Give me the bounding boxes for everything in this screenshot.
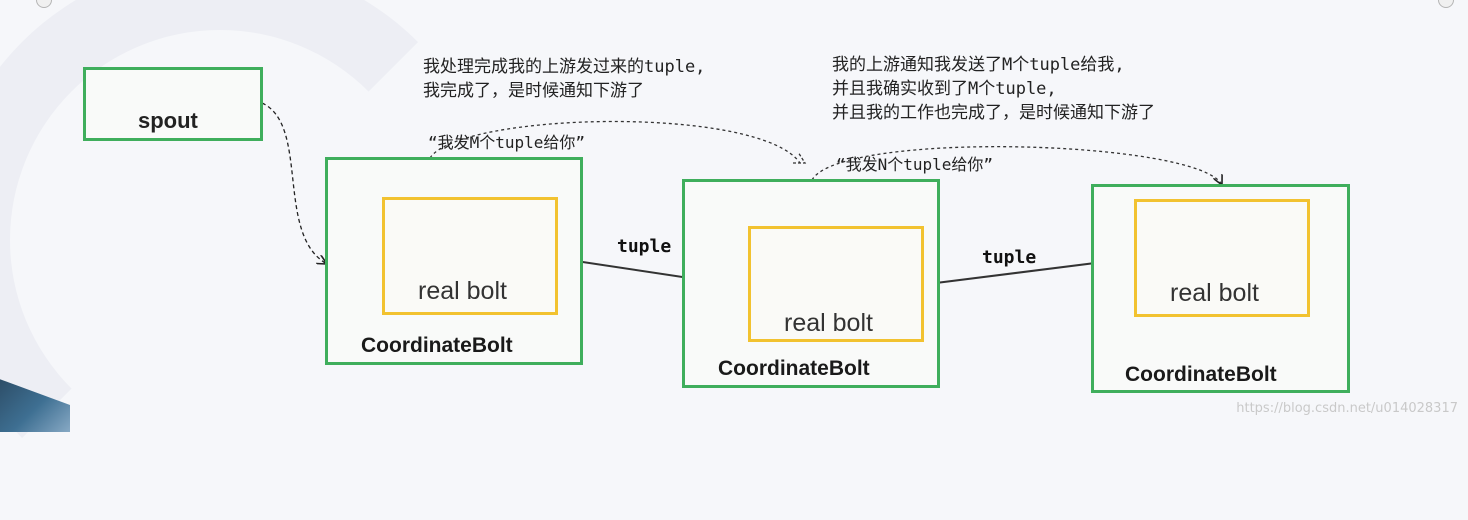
real-bolt-2: real bolt bbox=[748, 226, 924, 342]
tuple-label-2: tuple bbox=[982, 247, 1037, 268]
coordinate-bolt-1-label: CoordinateBolt bbox=[361, 334, 513, 357]
real-bolt-2-label: real bolt bbox=[784, 309, 873, 337]
watermark-url: https://blog.csdn.net/u014028317 bbox=[1236, 401, 1458, 416]
tuple-label-1: tuple bbox=[617, 236, 672, 257]
ack-arc-1 bbox=[429, 120, 801, 164]
coordinate-bolt-3-label: CoordinateBolt bbox=[1125, 363, 1277, 386]
coordinate-bolt-2: real bolt CoordinateBolt bbox=[682, 179, 940, 388]
note-second-line-2: 并且我确实收到了M个tuple, bbox=[832, 79, 1057, 99]
real-bolt-1: real bolt bbox=[382, 197, 558, 315]
spout-label: spout bbox=[138, 108, 198, 133]
ack-arc-1-end bbox=[793, 151, 807, 164]
note-first: 我处理完成我的上游发过来的tuple, 我完成了，是时候通知下游了 bbox=[423, 55, 705, 103]
quote-second: “我发N个tuple给你” bbox=[836, 155, 994, 174]
note-second-line-3: 并且我的工作也完成了，是时候通知下游了 bbox=[832, 103, 1155, 123]
note-first-line-2: 我完成了，是时候通知下游了 bbox=[423, 81, 644, 101]
spout-node: spout bbox=[83, 67, 263, 141]
note-second-line-1: 我的上游通知我发送了M个tuple给我, bbox=[832, 55, 1125, 75]
real-bolt-1-label: real bolt bbox=[418, 277, 507, 305]
coordinate-bolt-3: real bolt CoordinateBolt bbox=[1091, 184, 1350, 393]
coordinate-bolt-2-label: CoordinateBolt bbox=[718, 357, 870, 380]
quote-first: “我发M个tuple给你” bbox=[428, 133, 586, 152]
real-bolt-3-label: real bolt bbox=[1170, 279, 1259, 307]
note-second: 我的上游通知我发送了M个tuple给我, 并且我确实收到了M个tuple, 并且… bbox=[832, 53, 1155, 125]
ack-arc-2 bbox=[811, 146, 1222, 185]
real-bolt-3: real bolt bbox=[1134, 199, 1310, 317]
coordinate-bolt-1: real bolt CoordinateBolt bbox=[325, 157, 583, 365]
note-first-line-1: 我处理完成我的上游发过来的tuple, bbox=[423, 57, 706, 77]
spout-to-bolt1-arrow bbox=[261, 102, 327, 264]
